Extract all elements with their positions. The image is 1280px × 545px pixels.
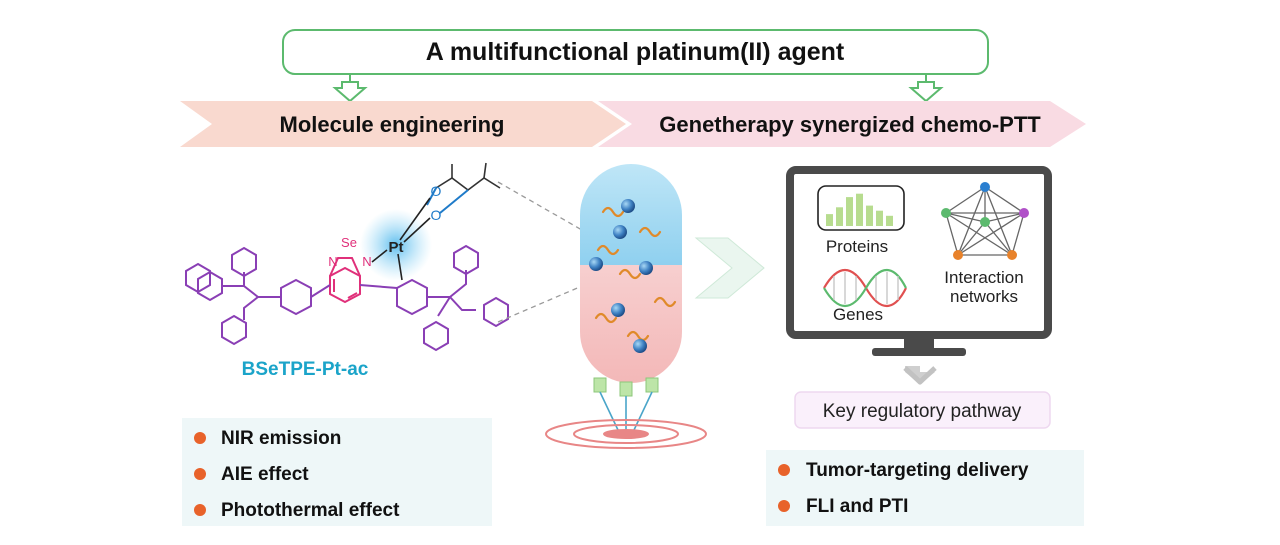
acac-ligand bbox=[426, 162, 501, 214]
protein-bar bbox=[846, 197, 853, 226]
nanocapsule bbox=[545, 164, 707, 449]
bullet-icon bbox=[194, 468, 206, 480]
bullet-icon bbox=[778, 500, 790, 512]
dna-helix-icon bbox=[823, 269, 907, 307]
banner-molecule-engineering: Molecule engineering bbox=[180, 101, 626, 147]
interaction-label-line2: networks bbox=[950, 287, 1018, 306]
chevron-down-icon bbox=[903, 366, 937, 385]
molecule-structure: O O Pt Se N N bbox=[185, 162, 509, 380]
banner-genetherapy: Genetherapy synergized chemo-PTT bbox=[598, 101, 1086, 147]
molecule-name: BSeTPE-Pt-ac bbox=[242, 359, 369, 380]
benzoselenadiazole-core bbox=[329, 257, 361, 304]
property-item: AIE effect bbox=[221, 464, 309, 485]
pt-glow bbox=[360, 209, 432, 281]
protein-bar bbox=[836, 207, 843, 226]
interaction-network-icon bbox=[941, 182, 1029, 260]
tpe-right-arm bbox=[359, 244, 509, 352]
title-box: A multifunctional platinum(II) agent bbox=[282, 29, 989, 75]
platinum-label: Pt bbox=[389, 239, 404, 256]
property-item: NIR emission bbox=[221, 428, 341, 449]
drug-particles bbox=[589, 199, 653, 353]
protein-bars bbox=[826, 193, 893, 226]
bullet-icon bbox=[194, 504, 206, 516]
property-item: Photothermal effect bbox=[221, 500, 400, 521]
protein-bar bbox=[826, 214, 833, 226]
protein-bar bbox=[876, 210, 883, 226]
proteins-label: Proteins bbox=[826, 237, 888, 256]
genes-label: Genes bbox=[833, 305, 883, 324]
oxygen-label-1: O bbox=[431, 183, 442, 199]
banner-left-label: Molecule engineering bbox=[280, 112, 505, 137]
down-arrow-icon bbox=[332, 81, 368, 103]
interaction-label-line1: Interaction bbox=[944, 268, 1023, 287]
zoom-lines bbox=[497, 181, 597, 323]
down-arrow-icon bbox=[908, 81, 944, 103]
protein-bar bbox=[856, 193, 863, 226]
pathway-box: Key regulatory pathway bbox=[794, 391, 1051, 429]
nitrogen-label-2: N bbox=[362, 254, 371, 269]
protein-bar bbox=[886, 215, 893, 226]
tpe-left-arm bbox=[185, 246, 331, 346]
banner-right-label: Genetherapy synergized chemo-PTT bbox=[659, 112, 1041, 137]
target-rings bbox=[545, 419, 707, 449]
light-emitters bbox=[593, 377, 659, 397]
title-connectors bbox=[349, 74, 927, 82]
selenium-label: Se bbox=[341, 235, 357, 250]
pathway-label: Key regulatory pathway bbox=[823, 401, 1022, 422]
protein-bar bbox=[866, 205, 873, 226]
pt-o-bonds bbox=[371, 197, 431, 281]
property-item: Tumor-targeting delivery bbox=[806, 460, 1029, 481]
properties-right-box: Tumor-targeting delivery FLI and PTI bbox=[766, 450, 1084, 526]
title-text: A multifunctional platinum(II) agent bbox=[426, 38, 845, 66]
chevron-right-icon bbox=[694, 237, 765, 299]
bullet-icon bbox=[194, 432, 206, 444]
bullet-icon bbox=[778, 464, 790, 476]
properties-left-box: NIR emission AIE effect Photothermal eff… bbox=[182, 418, 492, 526]
gene-strands bbox=[594, 206, 677, 342]
property-item: FLI and PTI bbox=[806, 496, 908, 517]
oxygen-label-2: O bbox=[431, 207, 442, 223]
monitor: Proteins Genes Interac bbox=[786, 166, 1052, 356]
nitrogen-label-1: N bbox=[328, 254, 337, 269]
